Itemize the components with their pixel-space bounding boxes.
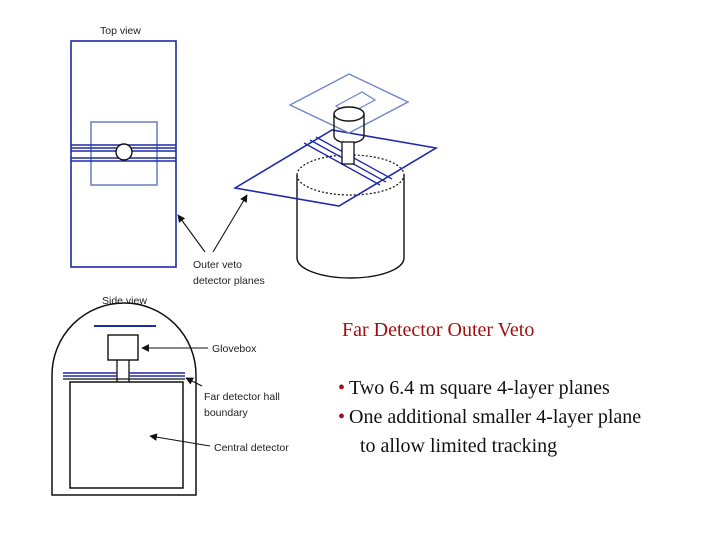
hall-boundary-arrow: [185, 377, 203, 387]
side-glovebox: [107, 334, 139, 361]
bullet-continuation: to allow limited tracking: [360, 435, 558, 457]
top-view-diagram: Top view: [70, 25, 177, 268]
bullet-marker: •: [338, 406, 346, 428]
hall-boundary-label-line1: Far detector hall: [204, 391, 280, 403]
veto-arrow-to-iso-plane: [212, 194, 248, 253]
top-view-label: Top view: [100, 25, 141, 37]
glovebox-stem: [341, 141, 355, 165]
bullet-item: •One additional smaller 4-layer plane: [338, 403, 641, 432]
side-central-detector: [69, 381, 184, 489]
bullet-text: Two 6.4 m square 4-layer planes: [349, 377, 610, 399]
bullet-marker: •: [338, 377, 346, 399]
bullet-item: •Two 6.4 m square 4-layer planes: [338, 374, 641, 403]
bullet-list: •Two 6.4 m square 4-layer planes •One ad…: [338, 374, 641, 461]
top-view-small-veto-plane: [90, 121, 158, 186]
top-view-glovebox-circle: [115, 143, 133, 161]
cylinder-bottom-edge: [296, 257, 405, 279]
glovebox-label: Glovebox: [212, 343, 257, 355]
outer-veto-label-line1: Outer veto: [193, 259, 242, 271]
hall-boundary-label-line2: boundary: [204, 407, 249, 419]
bullet-text: One additional smaller 4-layer plane: [349, 406, 642, 428]
outer-veto-label-line2: detector planes: [193, 275, 265, 287]
central-detector-label: Central detector: [214, 442, 289, 454]
top-view-hall-outline: [70, 40, 177, 268]
central-detector-arrow: [149, 433, 211, 447]
side-view-diagram: Side view: [51, 295, 197, 496]
isometric-diagram: [232, 73, 439, 279]
slide-title: Far Detector Outer Veto: [342, 319, 535, 341]
large-veto-plane: [232, 129, 439, 207]
glovebox-top: [333, 106, 365, 122]
veto-arrow-to-top-view: [177, 214, 206, 253]
hall-boundary: [51, 302, 197, 496]
upper-veto-plane: [288, 73, 410, 134]
cylinder-top-front-edge: [296, 174, 405, 196]
